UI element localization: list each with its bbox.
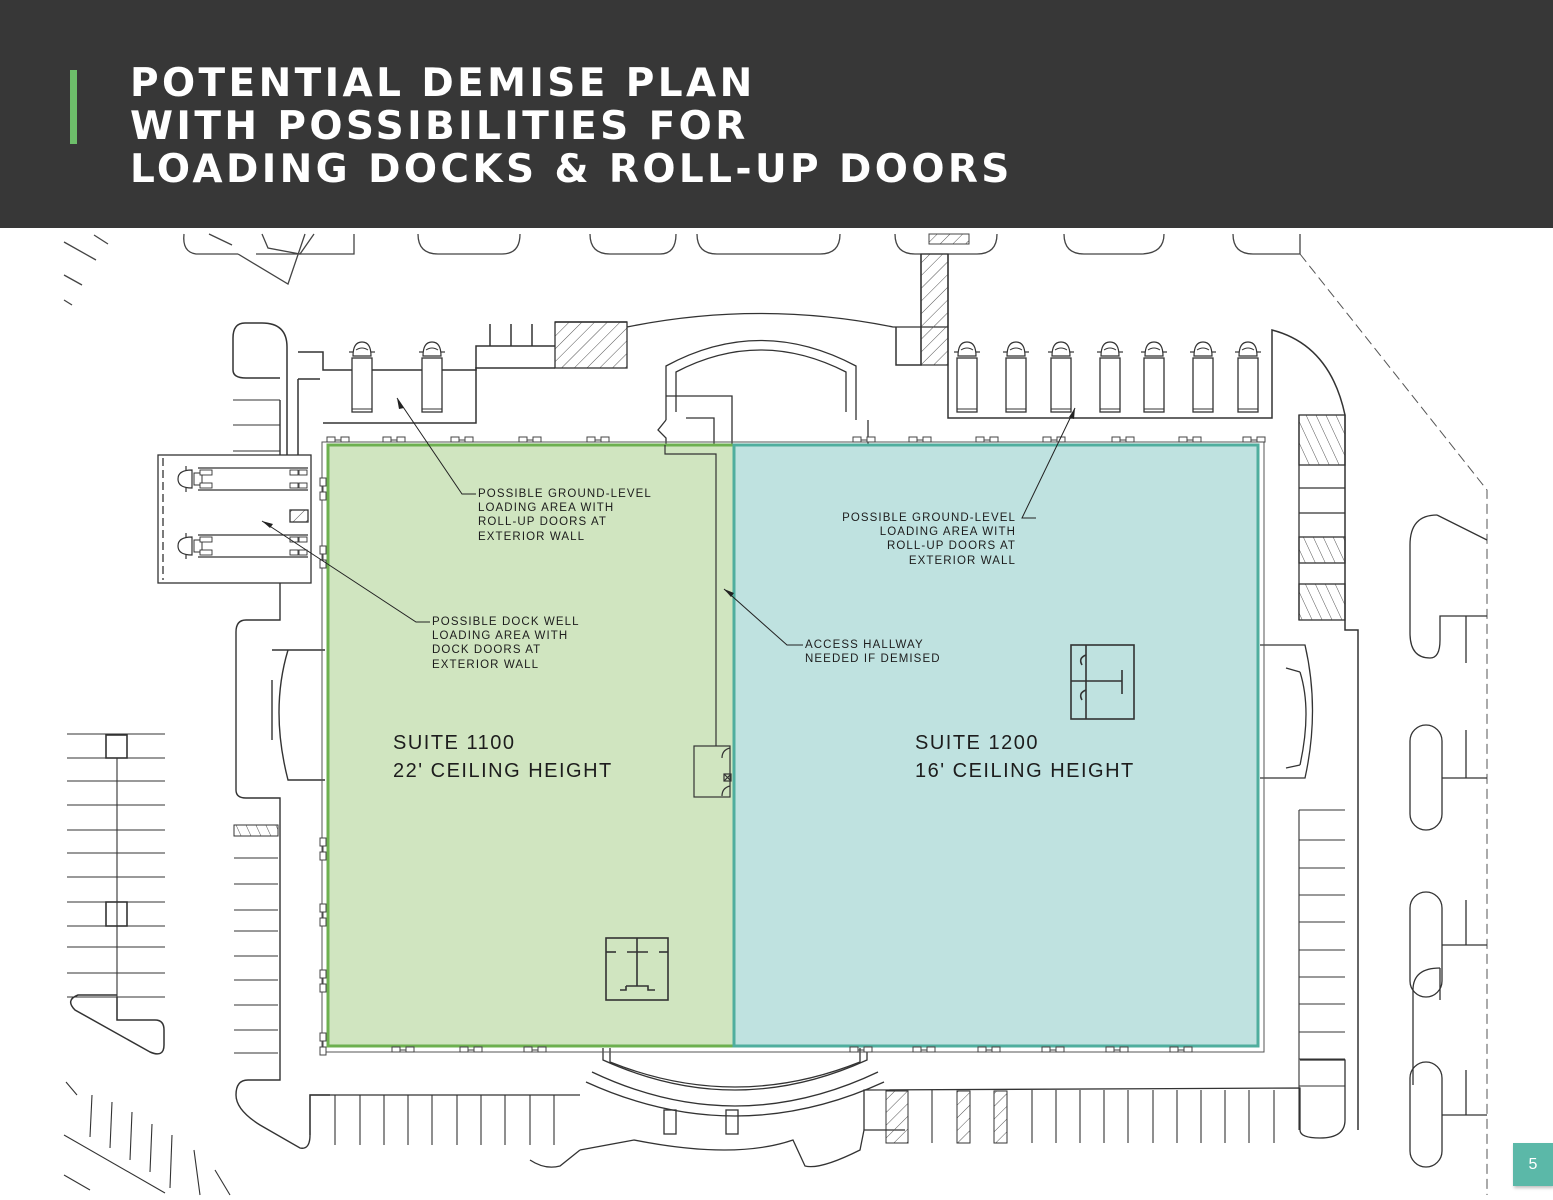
far-west-parking	[67, 733, 165, 1055]
property-line	[1299, 253, 1488, 1195]
suite-1100-label: SUITE 1100 22' CEILING HEIGHT	[393, 729, 613, 785]
building-outline	[321, 441, 1265, 1053]
title-line-1: POTENTIAL DEMISE PLAN	[130, 61, 756, 106]
note-line: LOADING AREA WITH	[478, 502, 615, 515]
accent-bar	[70, 70, 77, 144]
south-parking-stalls	[334, 1090, 1275, 1145]
note-line: ACCESS HALLWAY	[805, 639, 924, 651]
page-header: POTENTIAL DEMISE PLAN WITH POSSIBILITIES…	[0, 0, 1553, 228]
truck-icon	[1140, 341, 1168, 413]
east-parking	[1298, 414, 1488, 1168]
south-parking	[309, 1059, 1346, 1139]
note-line: POSSIBLE GROUND-LEVEL	[478, 488, 652, 500]
truck-icon	[418, 341, 446, 413]
note-ground-level-loading-left: POSSIBLE GROUND-LEVEL LOADING AREA WITH …	[478, 487, 652, 544]
suite-1200-area[interactable]	[732, 443, 1260, 1048]
top-left-site-lines	[63, 233, 1301, 306]
truck-icon	[348, 341, 376, 413]
note-line: ROLL-UP DOORS AT	[478, 516, 608, 529]
note-line: DOCK DOORS AT	[432, 644, 542, 657]
title-line-2: WITH POSSIBILITIES FOR	[130, 104, 749, 149]
west-drive	[235, 400, 330, 1149]
note-line: EXTERIOR WALL	[908, 554, 1016, 567]
page-number-badge: 5	[1513, 1143, 1553, 1186]
truck-icon	[1047, 341, 1075, 413]
truck-icon	[1096, 341, 1124, 413]
suite-ceiling-height: 16' CEILING HEIGHT	[915, 760, 1135, 782]
west-parking-stalls	[234, 857, 278, 1054]
sw-angled-parking	[63, 1081, 231, 1196]
note-line: POSSIBLE DOCK WELL	[432, 616, 580, 628]
note-line: EXTERIOR WALL	[432, 658, 540, 671]
annotation-leaders	[261, 397, 1076, 646]
south-entry-canopy	[529, 1048, 905, 1168]
note-line: LOADING AREA WITH	[879, 526, 1016, 539]
title-line-3: LOADING DOCKS & ROLL-UP DOORS	[130, 147, 1013, 192]
note-line: EXTERIOR WALL	[478, 530, 586, 543]
suite-name: SUITE 1200	[915, 732, 1039, 754]
note-access-hallway: ACCESS HALLWAY NEEDED IF DEMISED	[805, 638, 941, 666]
truck-icon	[1002, 341, 1030, 413]
suite-ceiling-height: 22' CEILING HEIGHT	[393, 760, 613, 782]
north-entry-canopy	[626, 312, 948, 445]
page-title: POTENTIAL DEMISE PLAN WITH POSSIBILITIES…	[130, 62, 1013, 191]
leader-arrowheads	[262, 398, 1075, 597]
truck-icon	[1189, 341, 1217, 413]
note-dock-well-loading: POSSIBLE DOCK WELL LOADING AREA WITH DOC…	[432, 615, 580, 672]
suite-1100-area[interactable]	[326, 443, 736, 1048]
east-entry-canopy	[1260, 644, 1314, 779]
note-line: NEEDED IF DEMISED	[805, 653, 941, 666]
suite-1200-label: SUITE 1200 16' CEILING HEIGHT	[915, 729, 1135, 785]
note-line: ROLL-UP DOORS AT	[886, 540, 1016, 553]
truck-icon	[953, 341, 981, 413]
note-line: POSSIBLE GROUND-LEVEL	[842, 512, 1016, 524]
west-dock-well	[157, 454, 312, 584]
access-hallway	[664, 445, 732, 798]
restroom-block-1200	[1070, 644, 1135, 720]
floor-plan	[0, 228, 1553, 1200]
truck-icon	[1234, 341, 1262, 413]
east-parking-stalls	[1298, 809, 1345, 1130]
note-line: LOADING AREA WITH	[432, 630, 569, 643]
dock-door-markers	[199, 469, 308, 556]
note-ground-level-loading-right: POSSIBLE GROUND-LEVEL LOADING AREA WITH …	[840, 511, 1016, 568]
restroom-block-1100	[605, 937, 669, 1001]
site-plan-drawing	[63, 233, 1488, 1196]
suite-name: SUITE 1100	[393, 732, 516, 754]
